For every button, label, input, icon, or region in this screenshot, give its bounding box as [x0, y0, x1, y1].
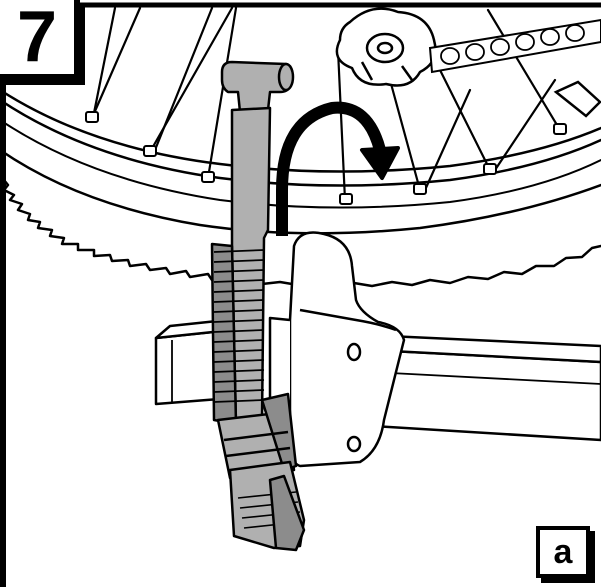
- bike-wheel: [0, 88, 601, 288]
- bike-chain: [428, 18, 601, 74]
- panel-label-badge: a: [536, 526, 590, 578]
- wheel-spokes: [90, 6, 562, 202]
- tire-inner-edge: [0, 148, 601, 235]
- panel-label: a: [553, 533, 573, 571]
- ratchet-strap: [210, 60, 306, 552]
- derailleur: [335, 7, 437, 87]
- rim-outer: [0, 98, 601, 187]
- rim-bead: [0, 119, 601, 209]
- valve-stem: [553, 80, 601, 118]
- spoke-nipples: [85, 111, 567, 205]
- rotate-arrow-icon: [276, 101, 400, 236]
- tire-tread: [0, 173, 601, 288]
- step-number: 7: [16, 0, 58, 77]
- rim-inner: [0, 88, 601, 173]
- step-number-badge: 7: [0, 0, 80, 80]
